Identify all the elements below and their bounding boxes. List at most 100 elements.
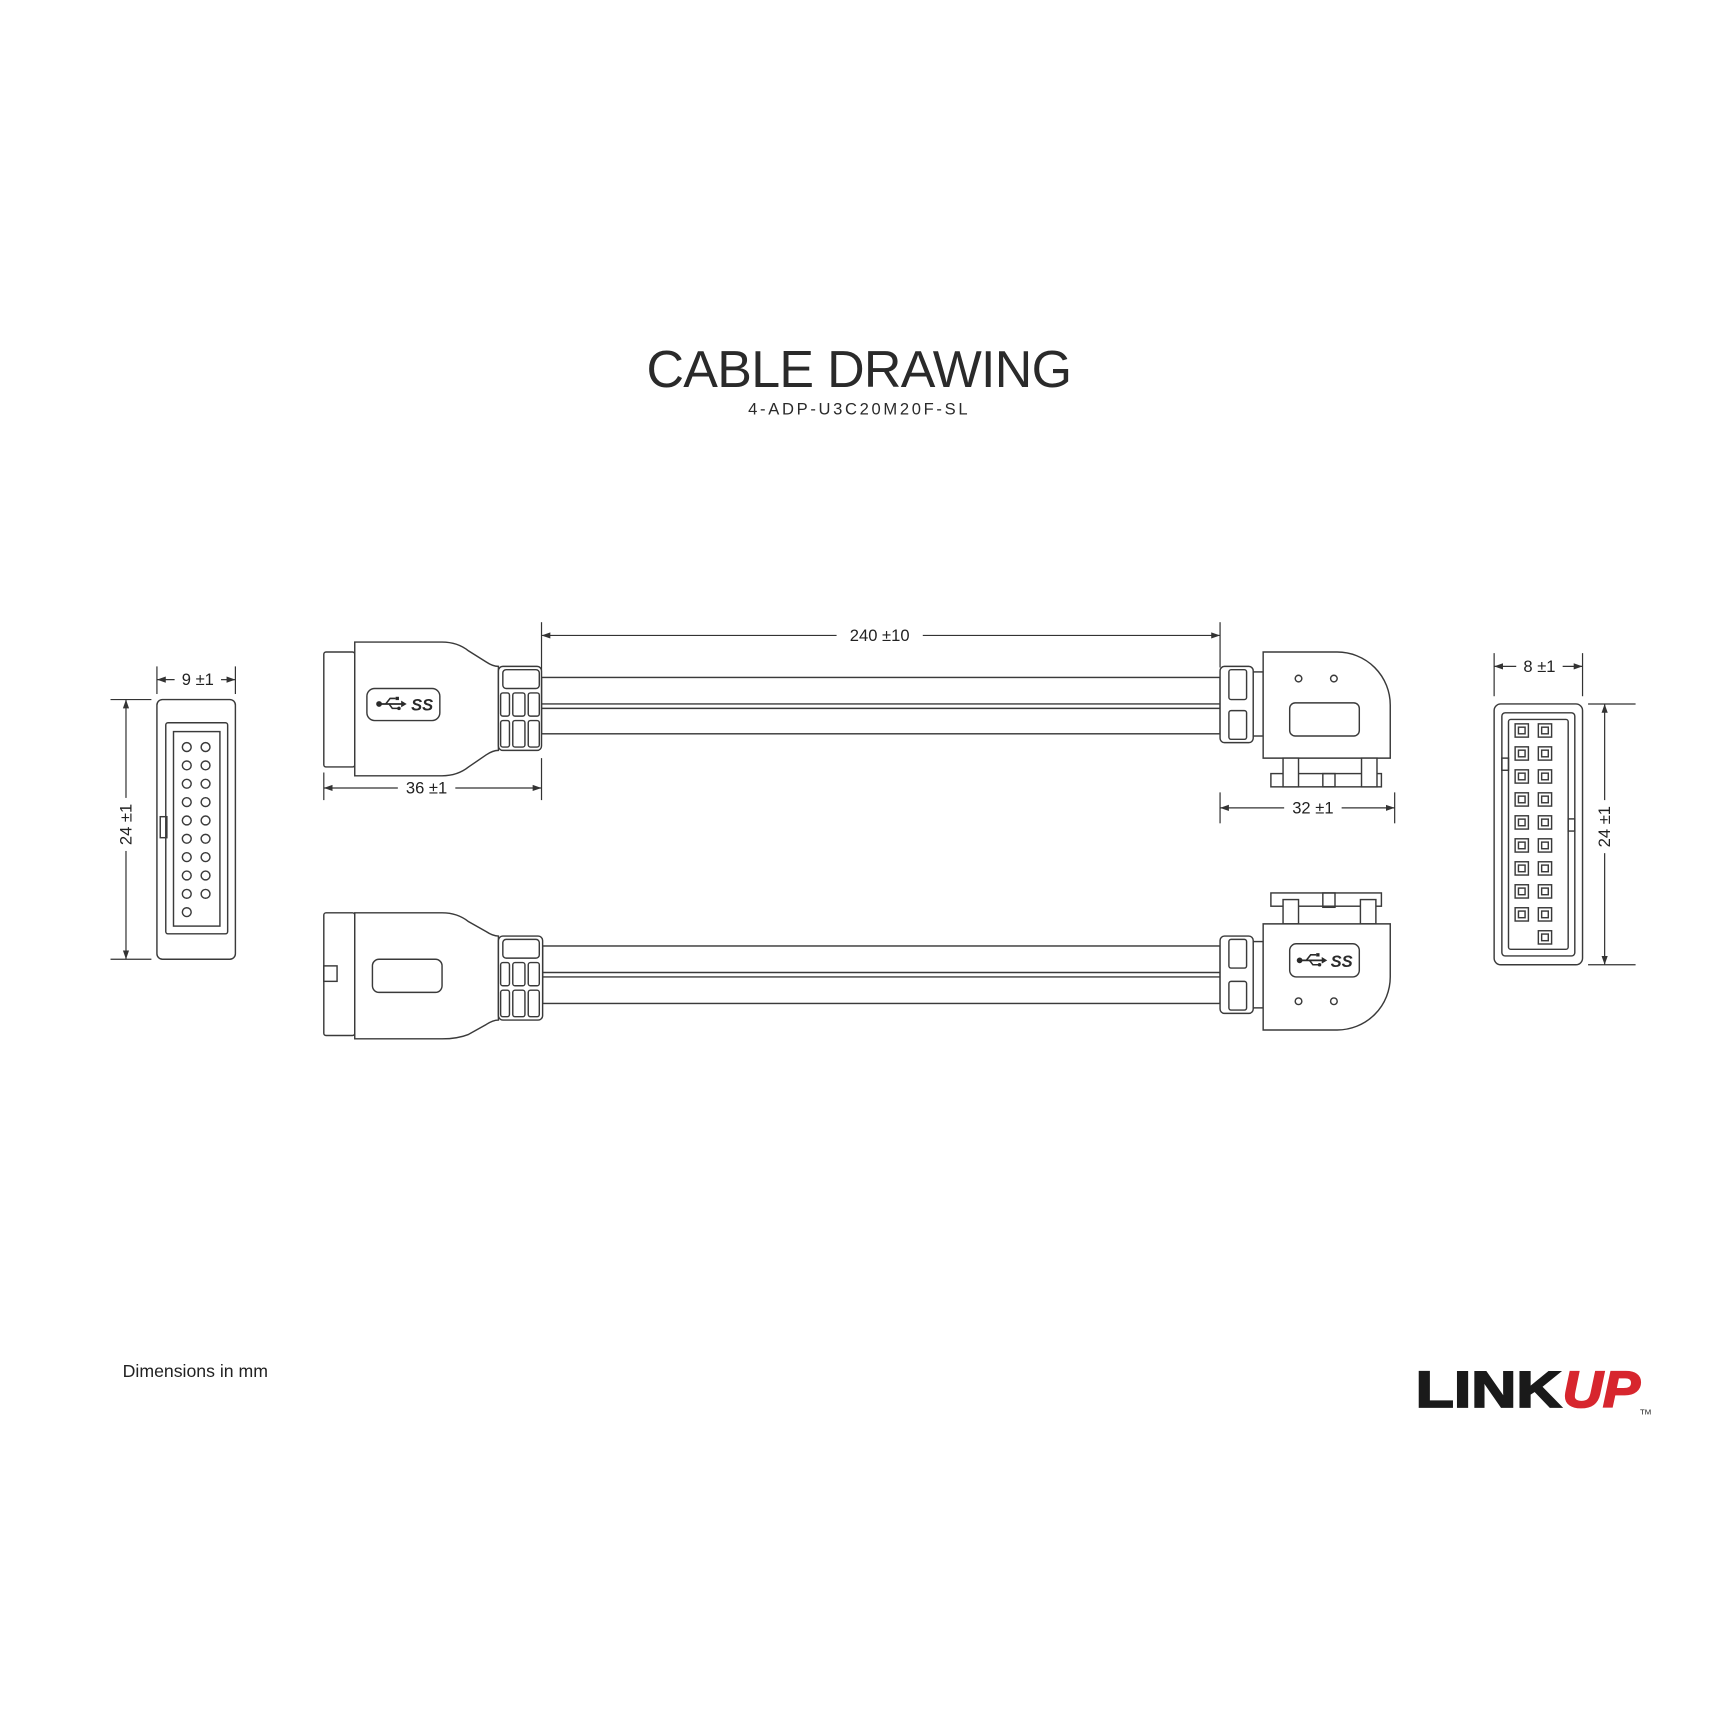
dimension-left-connector-length: 36 ±1 bbox=[323, 758, 543, 801]
usb-ss-logo: SS bbox=[366, 687, 441, 722]
strain-relief-rib bbox=[499, 989, 511, 1018]
right-end-recess bbox=[1501, 712, 1576, 957]
pin-hole bbox=[200, 760, 211, 771]
dimension-label: 24 ±1 bbox=[117, 804, 136, 845]
pin-hole bbox=[181, 907, 192, 918]
strain-relief-rib bbox=[527, 961, 541, 987]
pin-hole bbox=[200, 870, 211, 881]
mold-dot bbox=[1294, 674, 1303, 683]
latch-notch bbox=[1322, 772, 1336, 788]
right-end-key-notch bbox=[1567, 818, 1576, 832]
pin-hole bbox=[200, 851, 211, 863]
latch-tab bbox=[1282, 898, 1300, 925]
strain-relief-rib bbox=[512, 961, 526, 987]
label-window bbox=[1288, 702, 1361, 737]
strain-relief-rib bbox=[499, 719, 511, 748]
latch-tab bbox=[1282, 757, 1300, 788]
right-connector-bottom: SS bbox=[1219, 892, 1391, 1031]
mold-dot bbox=[1329, 997, 1338, 1006]
pin-socket bbox=[1514, 769, 1530, 784]
left-end-recess bbox=[165, 722, 229, 935]
pin-hole bbox=[200, 778, 211, 789]
pin-socket bbox=[1514, 861, 1530, 876]
strain-relief-rib bbox=[502, 668, 541, 690]
pin-hole bbox=[181, 888, 192, 899]
dimension-label: 9 ±1 bbox=[182, 670, 214, 689]
pin-hole bbox=[200, 833, 211, 844]
logo-frame bbox=[1288, 943, 1361, 978]
strain-relief-rib bbox=[527, 692, 541, 717]
left-end-housing bbox=[156, 698, 237, 960]
strain-relief-rib bbox=[1228, 709, 1248, 741]
pin-socket bbox=[1537, 746, 1553, 761]
pin-socket bbox=[1514, 746, 1530, 761]
strain-relief bbox=[497, 935, 544, 1021]
trademark-mark: TM bbox=[1640, 1408, 1651, 1417]
pin-hole bbox=[181, 760, 192, 771]
dimension-right-end-width: 8 ±1 bbox=[1493, 653, 1584, 697]
strain-relief bbox=[497, 665, 543, 752]
left-connector-top: SS bbox=[323, 641, 543, 777]
strain-relief-rib bbox=[512, 692, 526, 717]
pin-hole bbox=[181, 815, 192, 826]
right-end-pin-field bbox=[1507, 718, 1569, 951]
pin-hole bbox=[181, 851, 192, 863]
left-connector-bottom bbox=[323, 912, 544, 1040]
latch-tab bbox=[1360, 757, 1378, 788]
strain-relief-rib bbox=[499, 961, 511, 987]
mold-dot bbox=[1329, 674, 1338, 683]
connector-body bbox=[1262, 651, 1391, 759]
connector-body bbox=[354, 912, 500, 1040]
pin-socket bbox=[1514, 838, 1530, 853]
pin-socket bbox=[1537, 907, 1553, 922]
pin-socket bbox=[1537, 884, 1553, 899]
right-end-housing bbox=[1493, 703, 1584, 966]
pin-hole bbox=[181, 796, 192, 808]
strain-relief-outline bbox=[1219, 935, 1254, 1015]
dimension-left-end-height: 24 ±1 bbox=[110, 698, 152, 960]
strain-relief-rib bbox=[1228, 938, 1248, 969]
header-latch bbox=[1270, 757, 1383, 788]
pin-socket bbox=[1537, 838, 1553, 853]
strain-relief-rib bbox=[502, 938, 541, 959]
latch-notch bbox=[1322, 892, 1336, 909]
page-title: CABLE DRAWING bbox=[647, 341, 1076, 399]
strain-relief-outline bbox=[497, 665, 543, 752]
connector-neck bbox=[1252, 671, 1264, 737]
pin-socket bbox=[1514, 723, 1530, 738]
logo-word-link: LINK bbox=[1416, 1361, 1562, 1418]
usb-superspeed-icon bbox=[1296, 953, 1328, 967]
pin-socket bbox=[1537, 861, 1553, 876]
strain-relief-rib bbox=[499, 692, 511, 717]
strain-relief-rib bbox=[512, 989, 526, 1018]
right-connector-top bbox=[1219, 651, 1391, 788]
logo-text: SS bbox=[1331, 952, 1353, 971]
logo-frame bbox=[366, 687, 441, 722]
header-latch bbox=[1270, 892, 1383, 925]
pin-hole bbox=[200, 796, 211, 808]
dimension-left-end-width: 9 ±1 bbox=[156, 666, 237, 695]
cable-jacket bbox=[540, 676, 1221, 735]
strain-relief-rib bbox=[1228, 980, 1248, 1011]
usb-ss-logo: SS bbox=[1288, 943, 1361, 978]
connector-neck bbox=[1252, 940, 1264, 1009]
dimension-label: 240 ±10 bbox=[850, 626, 910, 645]
dimension-cable-length: 240 ±10 bbox=[540, 622, 1221, 670]
strain-relief-rib bbox=[1228, 668, 1248, 701]
pin-hole bbox=[181, 870, 192, 881]
strain-relief-rib bbox=[527, 719, 541, 748]
dimension-label: 32 ±1 bbox=[1292, 798, 1333, 817]
strain-relief-rib bbox=[512, 719, 526, 748]
label-window bbox=[371, 958, 443, 994]
top-cable-assembly: SS bbox=[323, 641, 1391, 788]
pin-socket bbox=[1514, 907, 1530, 922]
dimension-right-connector-length: 32 ±1 bbox=[1219, 792, 1396, 824]
pin-hole bbox=[200, 741, 211, 753]
connector-plug bbox=[323, 651, 356, 768]
left-end-pin-field bbox=[172, 730, 221, 927]
pin-socket bbox=[1537, 930, 1553, 945]
pin-socket bbox=[1537, 792, 1553, 807]
linkup-logo: LINK UP TM bbox=[1415, 1360, 1651, 1419]
left-end-view bbox=[156, 698, 237, 960]
